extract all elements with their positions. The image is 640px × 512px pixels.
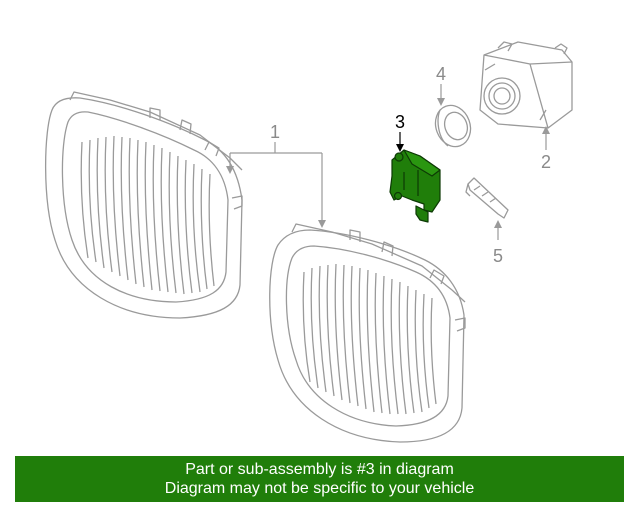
mounting-clip[interactable] [465, 177, 509, 219]
callout-1-leader [229, 142, 323, 222]
callout-label-1: 1 [270, 122, 280, 142]
callout-1-arrowhead-left [226, 166, 234, 174]
callout-5-arrowhead [494, 220, 502, 228]
callout-label-5: 5 [493, 246, 503, 266]
camera-bracket-highlighted[interactable] [389, 149, 441, 223]
callout-label-3: 3 [395, 112, 405, 132]
banner-line-disclaimer: Diagram may not be specific to your vehi… [164, 480, 475, 497]
callout-4-arrowhead [437, 98, 445, 106]
part-info-banner: Part or sub-assembly is #3 in diagram Di… [15, 456, 624, 502]
left-kidney-grille[interactable] [44, 91, 243, 319]
banner-line-part-number: Part or sub-assembly is #3 in diagram [185, 461, 454, 478]
callout-label-2: 2 [541, 152, 551, 172]
parts-diagram: 1 2 4 3 5 [44, 41, 573, 443]
callout-1-arrowhead-right [318, 220, 326, 228]
callout-label-4: 4 [436, 64, 446, 84]
seal-ring[interactable] [430, 100, 476, 151]
callout-2-arrowhead [542, 126, 550, 134]
camera-module[interactable] [479, 41, 573, 129]
right-kidney-grille[interactable] [269, 223, 466, 443]
callout-3-arrowhead [396, 144, 404, 152]
